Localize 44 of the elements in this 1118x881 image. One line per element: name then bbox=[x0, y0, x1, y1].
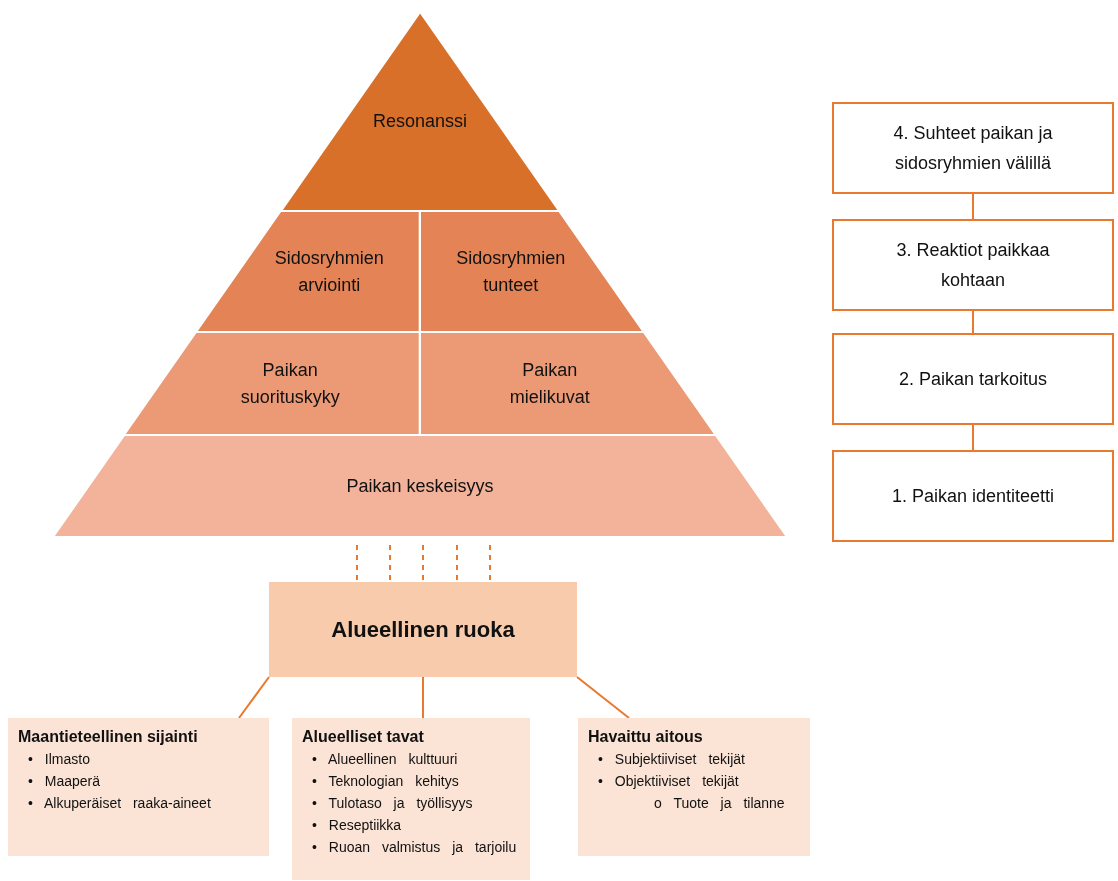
tier-label: Sidosryhmien arviointi bbox=[273, 246, 385, 297]
list-item: • Maaperä bbox=[28, 772, 102, 791]
level-label: 3. Reaktiot paikkaa kohtaan bbox=[895, 239, 1051, 292]
factor-card bbox=[8, 718, 269, 856]
dashed-connector bbox=[489, 544, 491, 583]
list-item: • Subjektiiviset tekijät bbox=[598, 750, 746, 769]
level-box bbox=[832, 450, 1114, 542]
connector-line bbox=[576, 676, 630, 719]
level-box bbox=[832, 219, 1114, 311]
tier-label: Paikan keskeisyys bbox=[345, 474, 495, 498]
dashed-connector bbox=[389, 544, 391, 583]
connector-line bbox=[972, 310, 974, 334]
central-label: Alueellinen ruoka bbox=[331, 616, 515, 643]
list-item: • Alueellinen kulttuuri bbox=[312, 750, 459, 769]
list-item: • Reseptiikka bbox=[312, 816, 403, 835]
connector-line bbox=[972, 424, 974, 451]
tier-label: Resonanssi bbox=[371, 109, 468, 133]
list-item: • Objektiiviset tekijät bbox=[598, 772, 740, 791]
list-item: • Ruoan valmistus ja tarjoilu bbox=[312, 838, 518, 857]
level-label: 4. Suhteet paikan ja sidosryhmien välillä bbox=[892, 122, 1054, 175]
factor-card bbox=[578, 718, 810, 856]
connector-line bbox=[238, 676, 270, 719]
card-heading: Maantieteellinen sijainti bbox=[18, 727, 199, 747]
level-label: 1. Paikan identiteetti bbox=[891, 485, 1055, 508]
list-item: • Teknologian kehitys bbox=[312, 772, 460, 791]
factor-card bbox=[292, 718, 530, 880]
card-heading: Alueelliset tavat bbox=[302, 727, 425, 747]
list-item: • Tulotaso ja työllisyys bbox=[312, 794, 474, 813]
level-label: 2. Paikan tarkoitus bbox=[898, 368, 1048, 391]
dashed-connector bbox=[356, 544, 358, 583]
dashed-connector bbox=[456, 544, 458, 583]
connector-line bbox=[422, 676, 424, 719]
tier-label: Sidosryhmien tunteet bbox=[455, 246, 567, 297]
level-box bbox=[832, 102, 1114, 194]
list-item: • Ilmasto bbox=[28, 750, 91, 769]
list-item: o Tuote ja tilanne bbox=[654, 794, 786, 813]
card-heading: Havaittu aitous bbox=[588, 727, 704, 747]
tier-label: Paikan mielikuvat bbox=[508, 358, 591, 409]
central-box bbox=[269, 582, 577, 677]
list-item: • Alkuperäiset raaka-aineet bbox=[28, 794, 212, 813]
level-box bbox=[832, 333, 1114, 425]
connector-line bbox=[972, 193, 974, 220]
dashed-connector bbox=[422, 544, 424, 583]
tier-label: Paikan suorituskyky bbox=[239, 358, 341, 409]
